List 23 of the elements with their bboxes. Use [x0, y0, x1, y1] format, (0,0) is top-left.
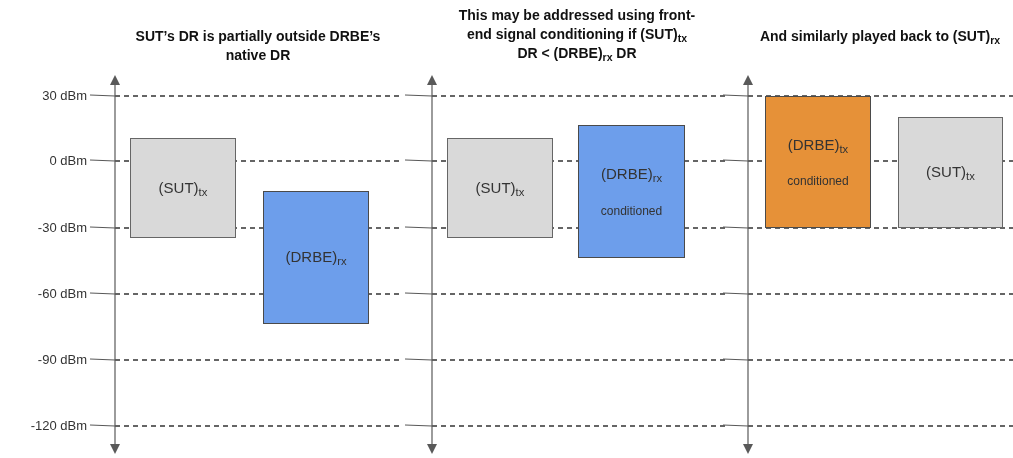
range-box [263, 191, 369, 324]
box-note: conditioned [600, 202, 663, 220]
tick-label: -60 dBm [37, 286, 87, 302]
box-label: (DRBE)$_{rx}$ [285, 247, 347, 269]
panel-title: And similarly played back to (SUT)$_{rx}$ [758, 27, 1002, 46]
tick-label: 30 dBm [42, 88, 87, 104]
box-label: (DRBE)$_{rx}$ [600, 164, 662, 186]
range-box [898, 117, 1003, 228]
box-label: (SUT)$_{tx}$ [158, 177, 208, 200]
tick-label: -120 dBm [30, 418, 87, 434]
box-note: conditioned [787, 173, 849, 191]
box-label: (SUT)$_{tx}$ [926, 162, 975, 184]
tick-label: -30 dBm [37, 220, 87, 236]
range-box [447, 138, 553, 238]
box-label: (SUT)$_{tx}$ [475, 177, 525, 200]
range-box [578, 125, 685, 258]
tick-label: 0 dBm [49, 153, 87, 169]
range-box [765, 96, 871, 228]
box-label: (DRBE)$_{tx}$ [787, 134, 849, 157]
tick-label: -90 dBm [37, 352, 87, 368]
panel-title: SUT’s DR is partially outside DRBE’s native DR [134, 27, 382, 65]
range-box [130, 138, 236, 238]
panel-title: This may be addressed using front-end signal conditioning if (SUT)$_{tx}$ DR < (DRBE)$_{rx}$ DR [457, 6, 697, 63]
